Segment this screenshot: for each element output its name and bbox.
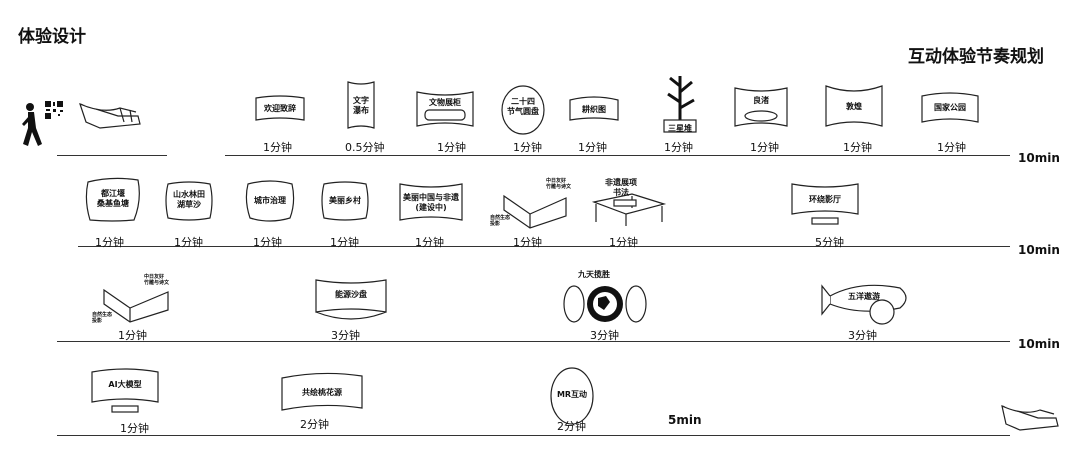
exhibit-label: 能源沙盘 xyxy=(335,290,367,299)
duration-label: 1分钟 xyxy=(750,141,779,154)
duration-label: 1分钟 xyxy=(174,236,203,249)
duration-label: 2分钟 xyxy=(557,420,586,433)
exhibit-label: 美丽乡村 xyxy=(329,196,361,205)
duration-label: 0.5分钟 xyxy=(345,141,385,154)
exhibit-label: 国家公园 xyxy=(934,103,966,112)
duration-label: 1分钟 xyxy=(253,236,282,249)
walking-person-icon xyxy=(22,103,42,146)
duration-label: 1分钟 xyxy=(95,236,124,249)
exhibit-label: 五洋遨游 xyxy=(848,292,880,301)
row-total: 5min xyxy=(668,413,702,427)
row-total: 10min xyxy=(1018,243,1060,257)
exhibit-shape xyxy=(281,372,363,411)
exhibit-label: 共绘桃花源 xyxy=(302,388,342,397)
page-title: 体验设计 xyxy=(18,27,86,47)
exhibit-shape xyxy=(501,85,545,135)
duration-label: 1分钟 xyxy=(263,141,292,154)
exhibit-label: 二十四 节气圆盘 xyxy=(507,97,539,116)
duration-label: 1分钟 xyxy=(843,141,872,154)
exhibit-shape xyxy=(825,85,883,127)
boat-stand-icon xyxy=(1001,405,1059,431)
exhibit-shape xyxy=(399,183,463,221)
exhibit-shape xyxy=(85,177,140,222)
submarine-icon xyxy=(821,284,907,325)
qr-code-icon xyxy=(44,100,64,120)
table-icon xyxy=(591,193,667,226)
exhibit-shape xyxy=(734,87,788,127)
exhibit-shape xyxy=(921,92,979,123)
duration-label: 1分钟 xyxy=(120,422,149,435)
row-total: 10min xyxy=(1018,337,1060,351)
exhibit-shape xyxy=(550,367,594,425)
sanxingdui-tree-icon xyxy=(663,76,697,133)
exhibit-label: AI大模型 xyxy=(108,380,142,389)
exhibit-label: 中日友好 竹雕与诗文 xyxy=(144,274,170,286)
exhibit-label: 文字 瀑布 xyxy=(353,96,369,115)
exhibit-shape xyxy=(91,368,159,413)
boat-stand-icon xyxy=(79,103,141,129)
folded-screen-icon xyxy=(503,194,567,229)
duration-label: 1分钟 xyxy=(937,141,966,154)
exhibit-shape xyxy=(315,279,387,320)
exhibit-shape xyxy=(255,95,305,121)
exhibit-label: 山水林田 湖草沙 xyxy=(173,190,205,209)
exhibit-label: 美丽中国与非遗 (建设中) xyxy=(403,193,459,212)
duration-label: 3分钟 xyxy=(331,329,360,342)
duration-label: 1分钟 xyxy=(609,236,638,249)
exhibit-label: 三星堆 xyxy=(668,124,692,133)
exhibit-label: 良渚 xyxy=(753,96,769,105)
exhibit-sublabel: 自然生态 投影 xyxy=(92,312,113,324)
exhibit-label: 环绕影厅 xyxy=(809,195,841,204)
exhibit-shape xyxy=(569,96,619,121)
folded-screen-icon xyxy=(103,288,169,323)
exhibit-label: 都江堰 桑基鱼塘 xyxy=(97,189,129,208)
duration-label: 2分钟 xyxy=(300,418,329,431)
duration-label: 5分钟 xyxy=(815,236,844,249)
page-subtitle: 互动体验节奏规划 xyxy=(908,47,1044,67)
duration-label: 1分钟 xyxy=(513,236,542,249)
exhibit-shape xyxy=(416,91,474,127)
duration-label: 1分钟 xyxy=(664,141,693,154)
exhibit-label: MR互动 xyxy=(556,390,588,399)
exhibit-label: 城市治理 xyxy=(254,196,286,205)
exhibit-shape xyxy=(245,180,295,222)
exhibit-shape xyxy=(165,181,213,221)
row-total: 10min xyxy=(1018,151,1060,165)
exhibit-label: 九天揽胜 xyxy=(578,270,610,279)
exhibit-shape xyxy=(321,181,369,221)
exhibit-label: 中日友好 竹雕与诗文 xyxy=(546,178,572,190)
duration-label: 3分钟 xyxy=(848,329,877,342)
exhibit-label: 敦煌 xyxy=(846,102,862,111)
exhibit-shape xyxy=(347,81,375,129)
duration-label: 1分钟 xyxy=(513,141,542,154)
exhibit-label: 耕织图 xyxy=(582,105,606,114)
exhibit-sublabel: 自然生态 投影 xyxy=(490,215,511,227)
exhibit-label: 欢迎致辞 xyxy=(264,104,296,113)
duration-label: 1分钟 xyxy=(415,236,444,249)
exhibit-shape xyxy=(791,183,859,225)
duration-label: 1分钟 xyxy=(437,141,466,154)
duration-label: 3分钟 xyxy=(590,329,619,342)
exhibit-label: 非遗展项 书法 xyxy=(605,178,637,197)
globe-icon xyxy=(563,285,647,323)
duration-label: 1分钟 xyxy=(330,236,359,249)
duration-label: 1分钟 xyxy=(578,141,607,154)
exhibit-label: 文物展柜 xyxy=(429,98,461,107)
duration-label: 1分钟 xyxy=(118,329,147,342)
